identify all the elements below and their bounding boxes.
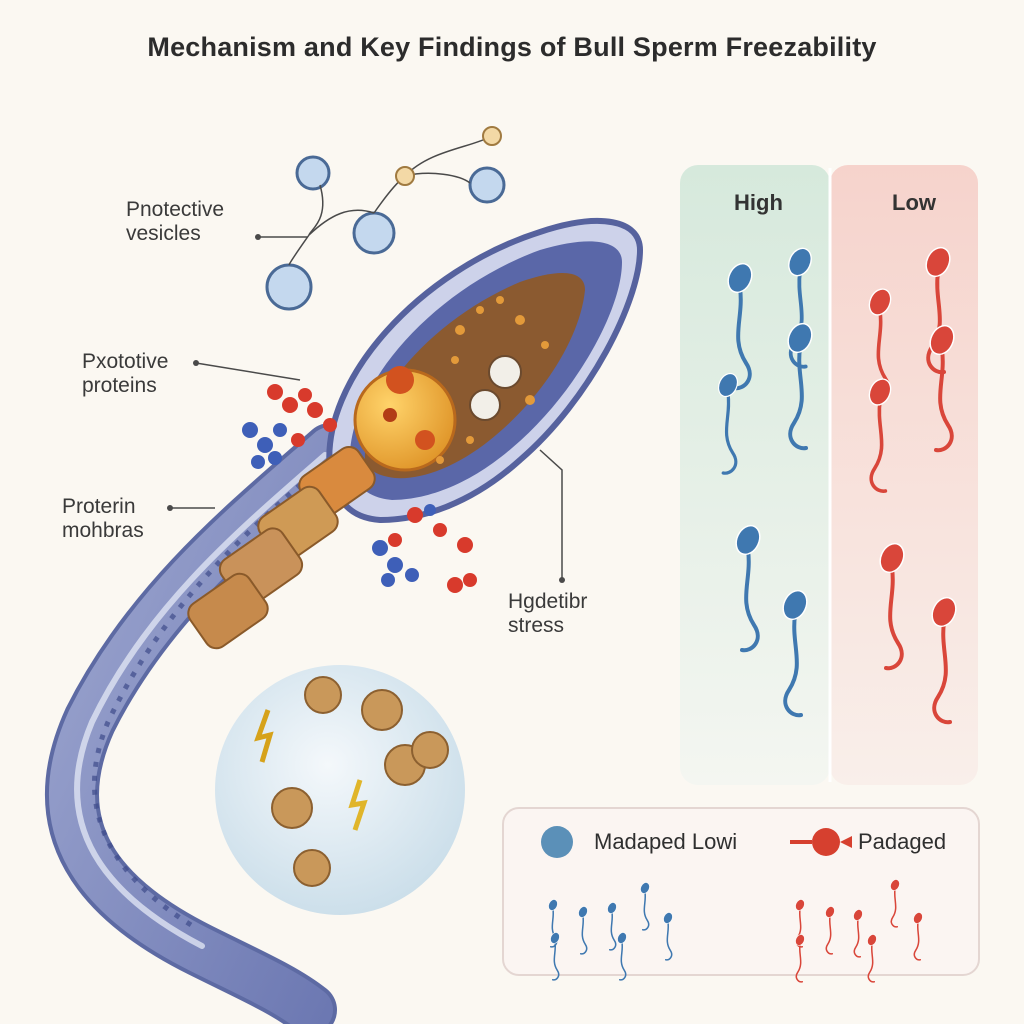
legend-blue-sperm-icon: [640, 882, 650, 931]
nucleus-granules: [436, 296, 549, 464]
low-freezability-panel: [830, 165, 978, 785]
legend-blue-sperm-icon: [607, 902, 617, 951]
legend-red-sperm-icon: [913, 912, 923, 961]
protective-vesicles: [265, 155, 506, 311]
high-sperm-group: [717, 247, 813, 718]
panel-label-high: High: [734, 190, 783, 215]
legend-red-marker: [790, 828, 852, 856]
label-protein-membranes: Proterin mohbras: [62, 495, 144, 543]
label-line: Proterin: [62, 495, 136, 518]
low-sperm-icon: [931, 596, 957, 725]
vesicle-node: [482, 126, 502, 146]
legend-red-sperm-icon: [853, 909, 863, 958]
high-sperm-icon: [717, 372, 739, 475]
legend-sperm-group: [548, 879, 923, 983]
legend-red-sperm-icon: [795, 934, 805, 983]
legend-red-sperm-icon: [867, 934, 877, 983]
low-sperm-icon: [879, 542, 905, 671]
leader-dots: [167, 234, 565, 583]
legend-blue-sperm-icon: [663, 912, 673, 961]
midpiece-membranes: [187, 445, 376, 650]
panel-label-low: Low: [892, 190, 936, 215]
label-oxidative-stress: Hgdetibr stress: [508, 590, 587, 638]
label-line: proteins: [82, 374, 157, 397]
label-protective-vesicles: Pnotective vesicles: [126, 198, 224, 246]
diagram-title: Mechanism and Key Findings of Bull Sperm…: [147, 32, 877, 62]
legend-blue-sperm-icon: [617, 932, 627, 981]
sperm-tail: [45, 423, 357, 1024]
low-sperm-icon: [929, 324, 955, 453]
label-protective-proteins: Pxototive proteins: [82, 350, 168, 398]
legend-blue-sperm-icon: [578, 906, 588, 955]
label-line: Pnotective: [126, 198, 225, 221]
label-line: stress: [508, 614, 565, 637]
high-sperm-icon: [782, 589, 808, 718]
sperm-head: [326, 218, 644, 524]
label-line: Hgdetibr: [508, 590, 588, 613]
high-sperm-icon: [727, 262, 753, 391]
vesicle-node: [395, 166, 415, 186]
high-sperm-icon: [735, 524, 761, 653]
cryo-damage-inset: [215, 665, 465, 915]
legend-label-left: Madaped Lowi: [594, 829, 738, 854]
label-line: mohbras: [62, 519, 144, 542]
leader-lines: [170, 236, 563, 580]
legend-label-right: Padaged: [858, 829, 947, 854]
protective-protein-clusters: [242, 384, 477, 593]
high-sperm-icon: [787, 322, 813, 451]
low-sperm-icon: [868, 378, 892, 493]
legend-red-sperm-icon: [890, 879, 900, 928]
legend-red-sperm-icon: [825, 906, 835, 955]
label-line: Pxototive: [82, 350, 169, 373]
label-line: vesicles: [126, 222, 201, 245]
legend-blue-marker: [541, 826, 573, 858]
nucleus: [353, 355, 522, 472]
low-sperm-group: [868, 246, 957, 725]
legend-blue-sperm-icon: [550, 932, 560, 981]
